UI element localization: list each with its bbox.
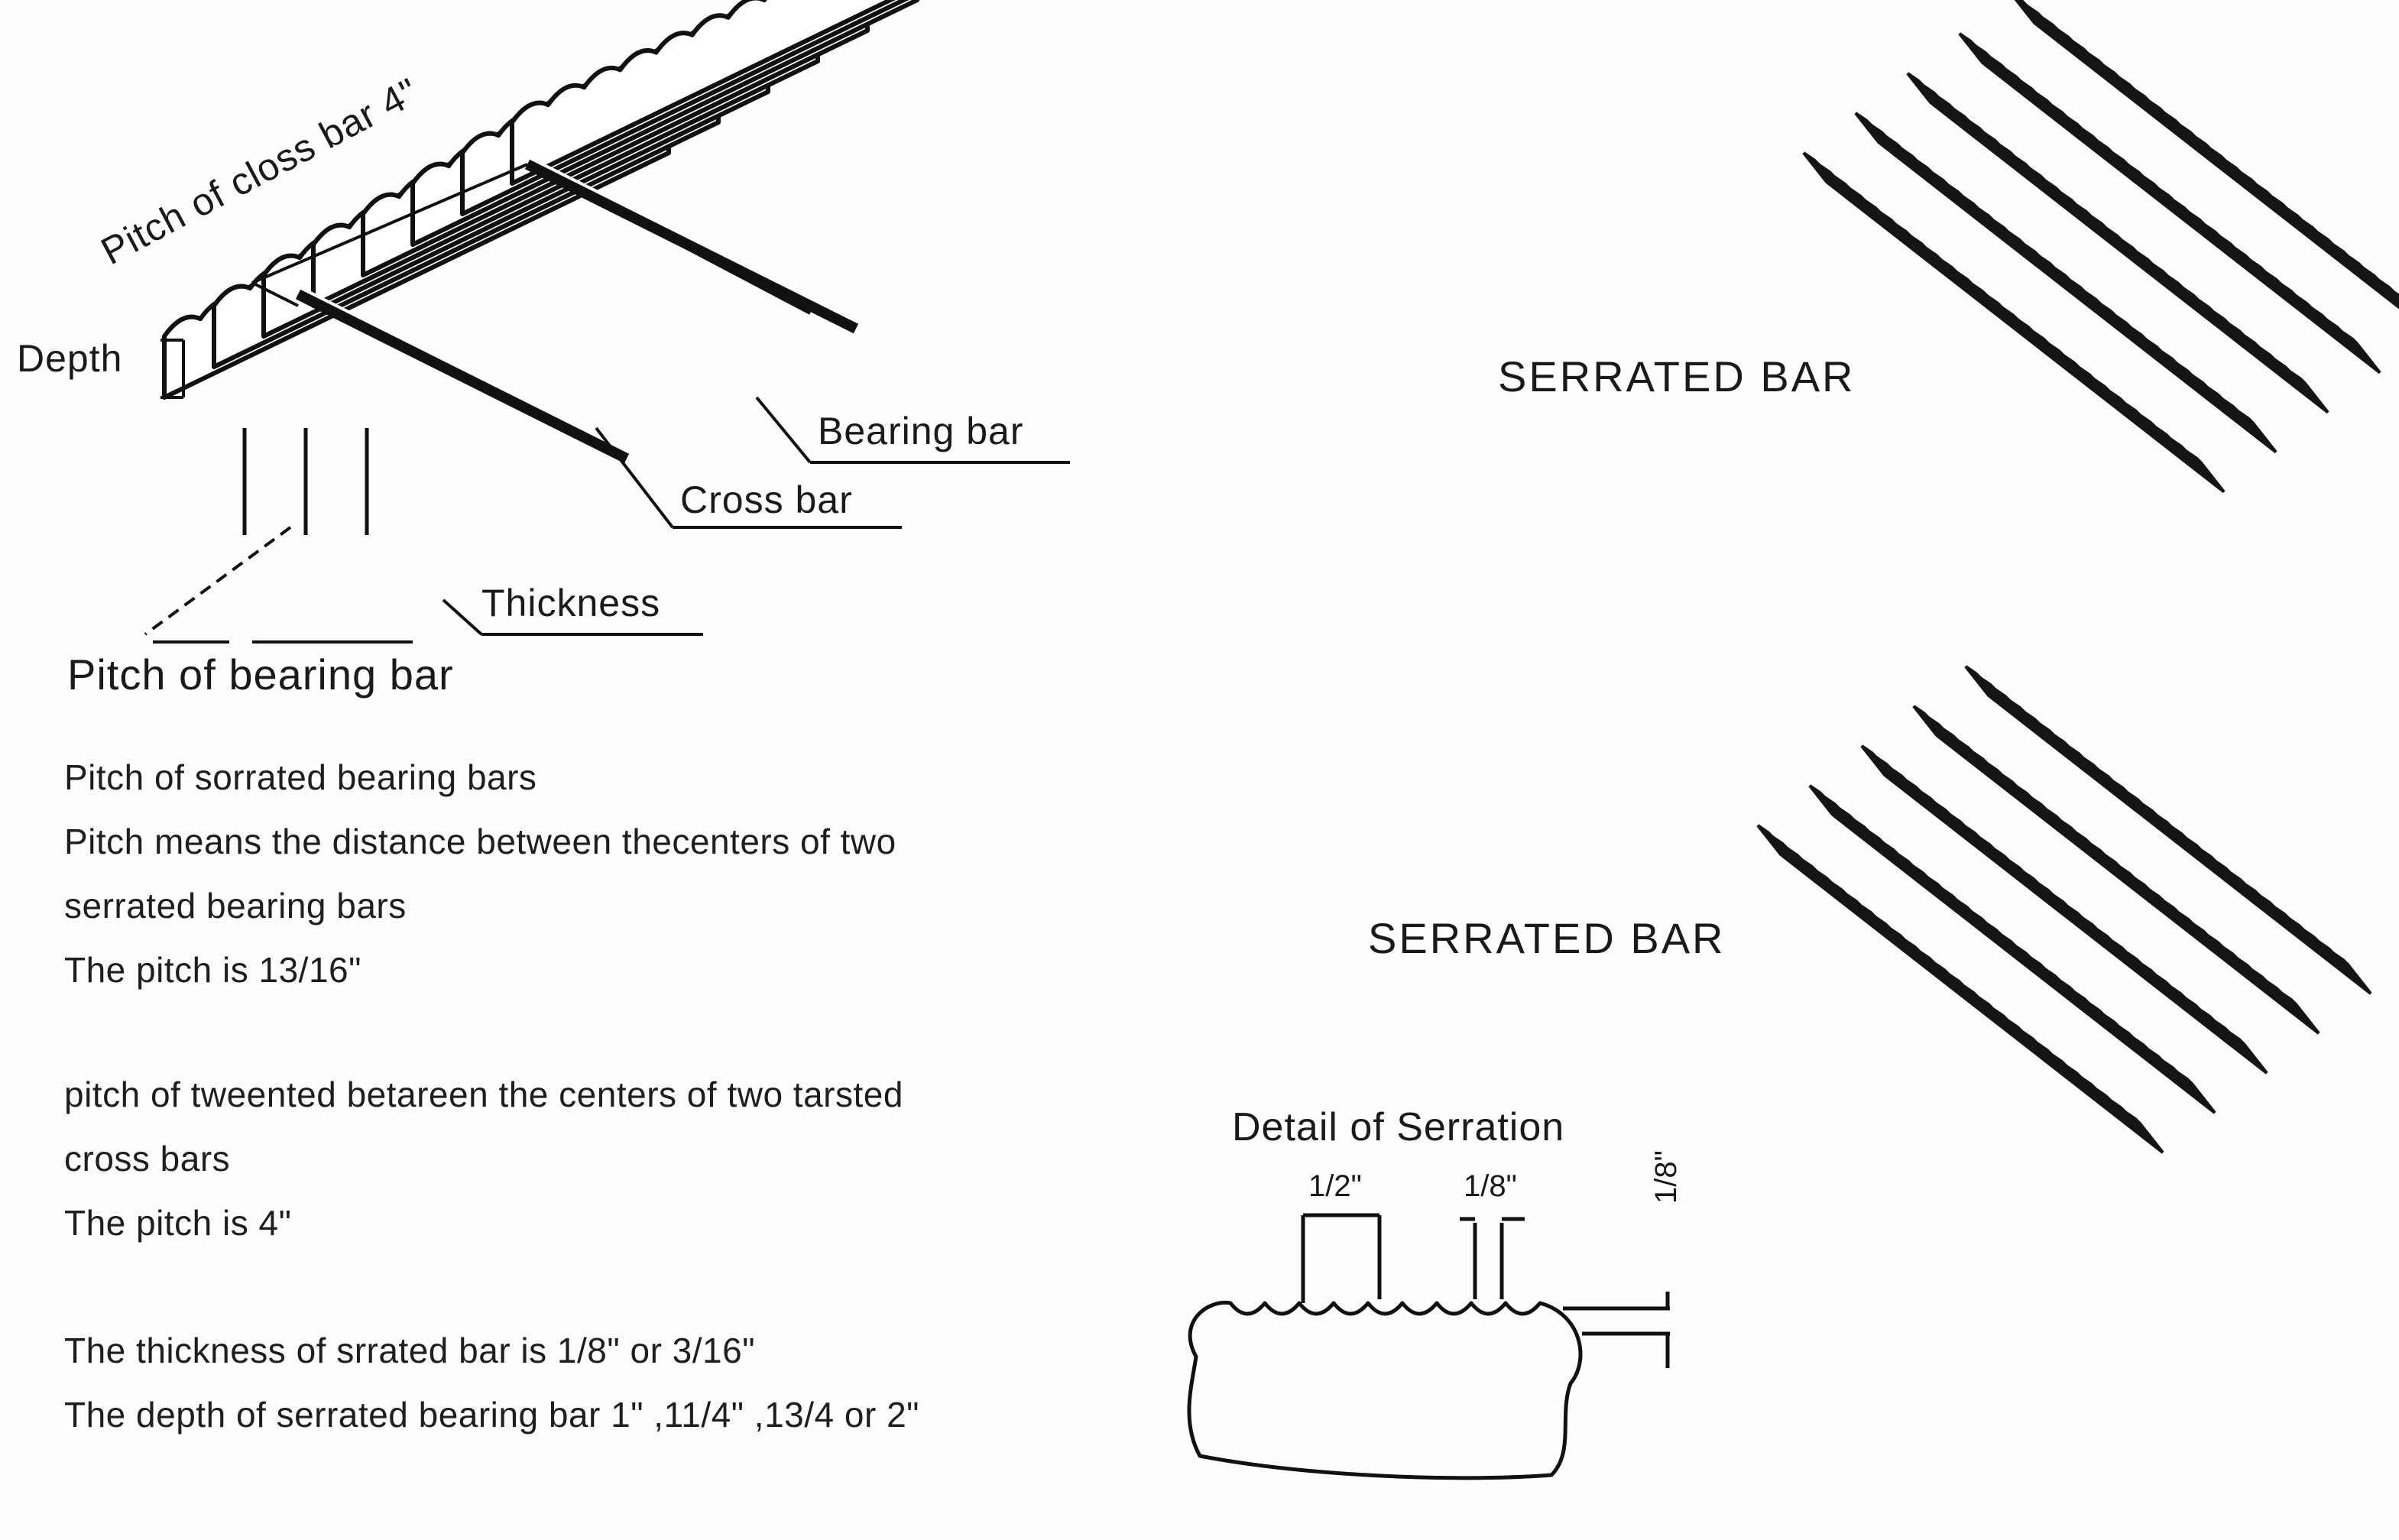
dark-bar-gap <box>1994 873 2073 936</box>
dark-bar-gap <box>1942 913 2021 976</box>
serrated-bar-illustration-top <box>1802 0 2399 494</box>
dark-bar-shape <box>1860 744 2268 1075</box>
bearing-bar-shape <box>410 0 919 247</box>
dark-bar-shape <box>1854 112 2277 454</box>
dark-bar-gap <box>1941 284 2024 350</box>
dark-bar-gap <box>1993 244 2076 310</box>
serration-detail-illustration <box>1187 1213 1670 1480</box>
dark-bar-gap <box>2045 204 2128 271</box>
dark-bar-shape <box>1958 32 2381 374</box>
label-dim-half-inch: 1/2" <box>1308 1169 1362 1203</box>
description-line: Pitch of sorrated bearing bars <box>64 757 537 797</box>
dark-bar-gap <box>2149 125 2232 191</box>
description-line: serrated bearing bars <box>64 886 407 926</box>
dark-bar-shape <box>1912 705 2320 1035</box>
label-dim-eighth-inch: 1/8" <box>1464 1169 1517 1203</box>
dark-bar-gap <box>2098 793 2177 857</box>
label-depth: Depth <box>17 337 123 380</box>
cross-bar-highlight <box>527 155 857 323</box>
dark-bar-gap <box>2046 833 2125 896</box>
cross-bar-highlight <box>297 285 627 452</box>
grating-leader-lines <box>144 163 1070 644</box>
description-line: cross bars <box>64 1139 231 1179</box>
description-line: Pitch means the distance between thecent… <box>64 822 896 861</box>
description-block-1: Pitch of sorrated bearing bars Pitch mea… <box>64 745 896 1002</box>
dark-bar-shape <box>1964 665 2372 995</box>
description-block-3: The thickness of srrated bar is 1/8" or … <box>64 1318 919 1447</box>
description-line: The thickness of srrated bar is 1/8" or … <box>64 1331 756 1370</box>
label-dim-eighth-inch-vertical: 1/8" <box>1649 1150 1683 1204</box>
serrated-bar-illustration-bottom <box>1756 665 2372 1154</box>
label-cross-bar: Cross bar <box>680 478 853 521</box>
dark-bar-shape <box>1756 824 2164 1154</box>
bearing-bar-shape <box>510 0 896 186</box>
dark-bar-gap <box>1890 952 1969 1016</box>
dark-bar-gap <box>2097 164 2180 231</box>
grating-illustration <box>162 0 919 535</box>
label-bearing-bar: Bearing bar <box>818 410 1024 452</box>
description-line: The depth of serrated bearing bar 1" ,11… <box>64 1395 919 1435</box>
label-serrated-bar-top: SERRATED BAR <box>1498 352 1856 400</box>
description-line: The pitch is 4" <box>64 1203 292 1243</box>
description-line: pitch of tweented betareen the centers o… <box>64 1075 903 1114</box>
label-detail-of-serration: Detail of Serration <box>1232 1105 1565 1149</box>
dark-bar-shape <box>1808 784 2216 1114</box>
dark-bar-shape <box>1906 72 2329 414</box>
dark-bar-shape <box>1802 151 2226 494</box>
label-thickness: Thickness <box>481 582 661 624</box>
description-block-2: pitch of tweented betareen the centers o… <box>64 1062 903 1255</box>
dark-bar-shape <box>2014 0 2399 310</box>
description-line: The pitch is 13/16" <box>64 950 361 990</box>
cross-bar-shape <box>295 289 630 464</box>
label-serrated-bar-bottom: SERRATED BAR <box>1368 914 1726 962</box>
label-pitch-of-bearing-bar: Pitch of bearing bar <box>67 650 454 699</box>
